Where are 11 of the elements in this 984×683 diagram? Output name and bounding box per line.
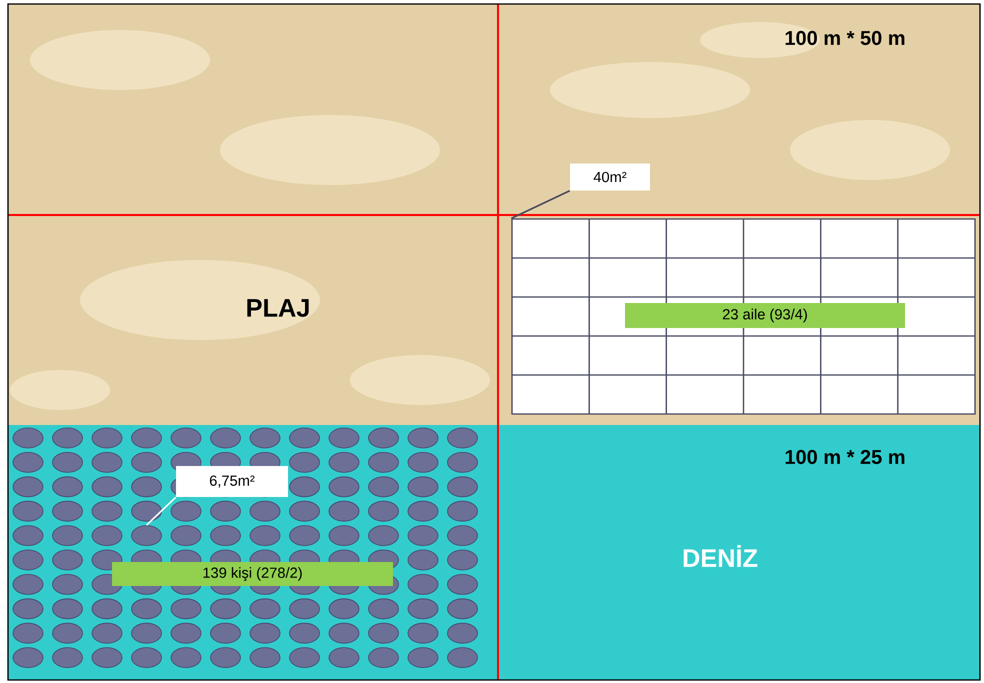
count-bar: 23 aile (93/4) <box>625 303 905 328</box>
leader-line <box>511 190 570 220</box>
area-label: PLAJ <box>247 299 309 317</box>
count-bar: 139 kişi (278/2) <box>112 562 393 586</box>
label-box: 40m² <box>570 164 650 190</box>
area-label: DENİZ <box>684 545 758 567</box>
dimension-label: 100 m * 25 m <box>786 450 904 464</box>
leader-line <box>146 496 176 526</box>
label-box: 6,75m² <box>176 466 288 497</box>
dimension-label: 100 m * 50 m <box>786 30 904 46</box>
circle-marker <box>131 525 162 546</box>
